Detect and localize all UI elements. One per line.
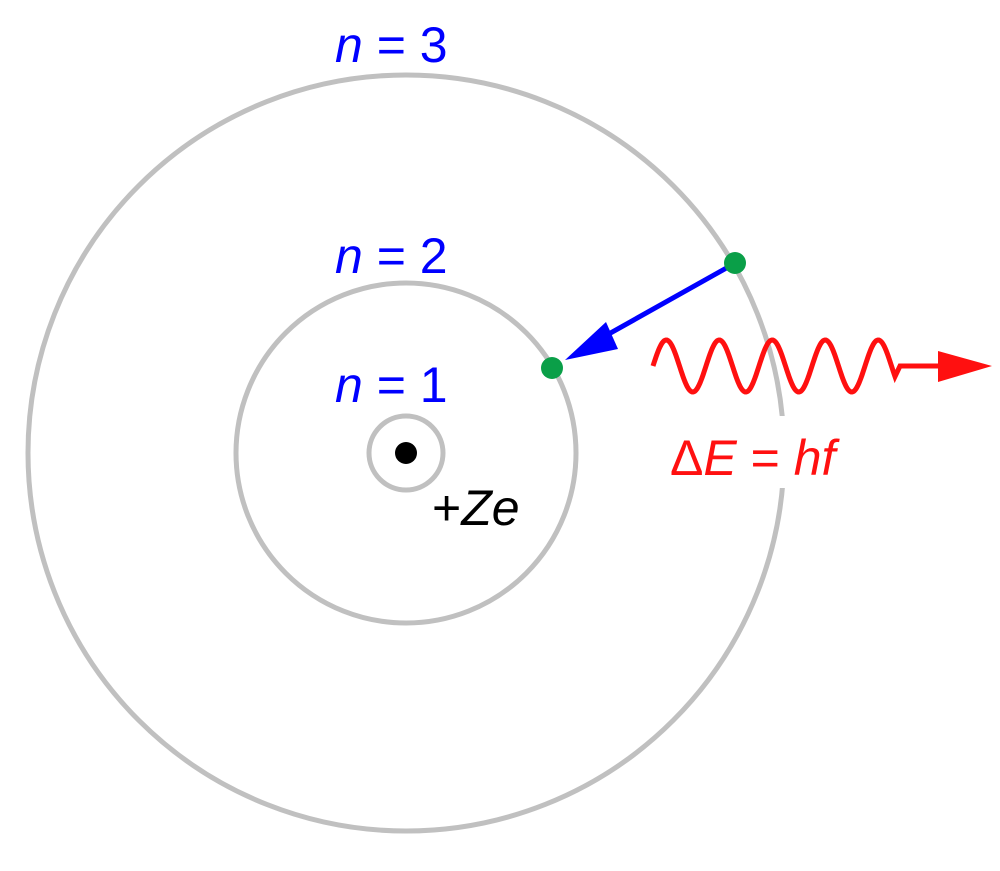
label-n3: n = 3	[335, 17, 448, 73]
photon-wave	[650, 337, 942, 395]
label-n2: n = 2	[335, 228, 448, 284]
transition-arrow-shaft	[596, 263, 732, 343]
transition-arrowhead	[565, 322, 618, 360]
label-n1: n = 1	[335, 357, 448, 413]
energy-label-background	[665, 416, 895, 488]
label-nucleus-charge: +Ze	[432, 480, 520, 536]
label-photon-energy: ΔE = hf	[670, 430, 841, 486]
photon-arrowhead	[938, 351, 992, 382]
orbit-n2	[233, 280, 579, 626]
electron-final	[541, 357, 563, 379]
orbit-n1	[366, 413, 446, 493]
electron-initial	[724, 252, 746, 274]
nucleus	[395, 442, 417, 464]
